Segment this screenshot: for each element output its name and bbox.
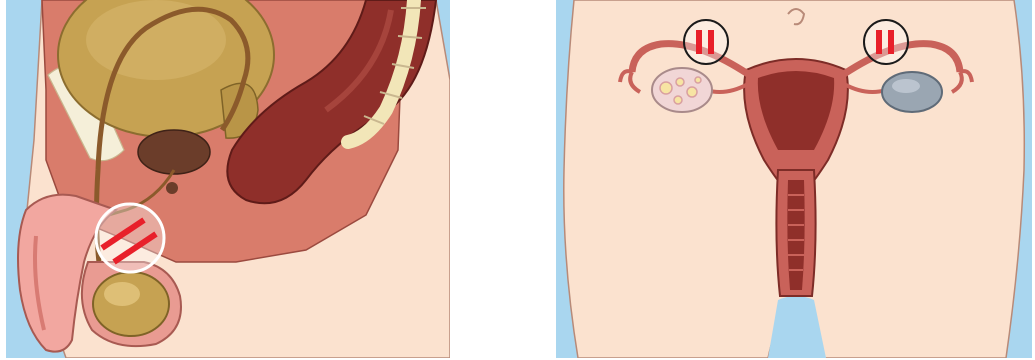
vasectomy-marker: [96, 204, 164, 272]
testis-highlight: [104, 282, 140, 306]
bulbourethral-gland: [166, 182, 178, 194]
right-ligation-bar-2: [888, 30, 894, 54]
right-ligation-marker: [864, 20, 908, 64]
left-ligation-marker: [684, 20, 728, 64]
female-anatomy-illustration: [556, 0, 1032, 358]
prostate: [138, 130, 210, 174]
male-anatomy-illustration: [6, 0, 450, 358]
right-ovary-highlight: [892, 79, 920, 93]
right-ligation-bar-1: [876, 30, 882, 54]
left-highlight-circle: [684, 20, 728, 64]
female-anatomy-panel: [556, 0, 1032, 358]
male-anatomy-panel: [6, 0, 450, 358]
right-highlight-circle: [864, 20, 908, 64]
vaginal-canal: [787, 180, 804, 290]
left-ligation-bar-2: [708, 30, 714, 54]
left-ligation-bar-1: [696, 30, 702, 54]
